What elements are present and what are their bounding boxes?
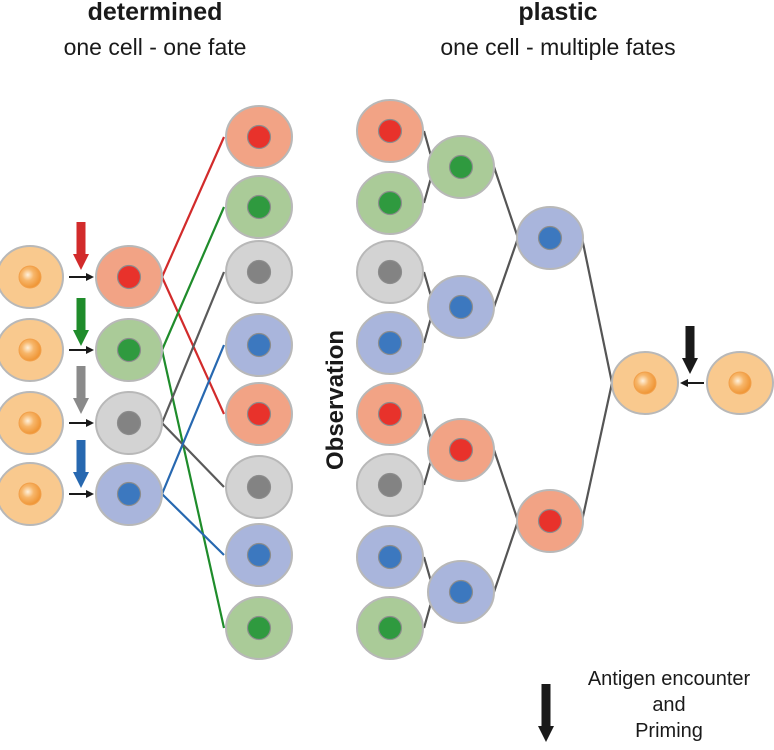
blue-cell-nucleus [448,294,474,320]
priming-arrow-head [86,490,94,498]
green-effector-cell [225,596,293,660]
blue-cell-nucleus [377,330,403,356]
priming-arrow-head [86,273,94,281]
primed-root-cell [611,351,679,415]
grey-fate-line [161,422,225,488]
grey-effector-cell [225,455,293,519]
red-cell-nucleus [116,264,142,290]
grey-descendant-cell [356,453,424,517]
blue-primed-cell [95,462,163,526]
naive-cell [0,318,64,382]
naive-cell-nucleus [728,371,752,395]
green-cell-nucleus [377,615,403,641]
blue-cell-nucleus [116,481,142,507]
priming-arrow-head [86,419,94,427]
green-cell-nucleus [246,615,272,641]
blue-cell-nucleus [537,225,563,251]
green-cell-nucleus [448,154,474,180]
antigen-arrow [682,326,698,374]
blue-progenitor-cell [427,275,495,339]
grey-primed-cell [95,391,163,455]
grey-effector-cell [225,240,293,304]
red-progenitor-cell [516,489,584,553]
blue-effector-cell [225,313,293,377]
legend-line-3: Priming [635,720,703,742]
blue-effector-cell [225,523,293,587]
determined-subtitle: one cell - one fate [63,34,247,60]
naive-cell [0,391,64,455]
red-descendant-cell [356,382,424,446]
naive-cell [706,351,774,415]
blue-descendant-cell [356,525,424,589]
grey-cell-nucleus [377,259,403,285]
red-descendant-cell [356,99,424,163]
green-effector-cell [225,175,293,239]
grey-cell-nucleus [377,472,403,498]
grey-cell-nucleus [246,259,272,285]
green-fate-line [160,206,226,351]
red-fate-line [160,136,226,278]
blue-cell-nucleus [246,332,272,358]
naive-cell [0,462,64,526]
naive-cell-nucleus [18,482,42,506]
naive-cell [0,245,64,309]
green-descendant-cell [356,171,424,235]
cells [0,99,774,660]
priming-arrow-head [680,379,688,387]
green-cell-nucleus [377,190,403,216]
arrows [69,222,704,742]
green-stimulus-arrow [73,298,89,346]
grey-cell-nucleus [116,410,142,436]
blue-stimulus-arrow [73,440,89,488]
red-effector-cell [225,382,293,446]
red-effector-cell [225,105,293,169]
plastic-title: plastic [518,0,598,26]
green-descendant-cell [356,596,424,660]
tree-edge [492,166,520,308]
blue-descendant-cell [356,311,424,375]
green-primed-cell [95,318,163,382]
red-cell-nucleus [377,118,403,144]
naive-cell-nucleus [18,411,42,435]
tree-edge [580,237,614,522]
green-progenitor-cell [427,135,495,199]
blue-cell-nucleus [246,542,272,568]
blue-cell-nucleus [377,544,403,570]
red-cell-nucleus [246,124,272,150]
blue-fate-line [160,344,226,495]
red-primed-cell [95,245,163,309]
tree-edge [492,449,520,593]
priming-arrow-head [86,346,94,354]
plastic-subtitle: one cell - multiple fates [440,34,676,60]
grey-stimulus-arrow [73,366,89,414]
red-cell-nucleus [448,437,474,463]
determined-title: determined [87,0,223,26]
red-stimulus-arrow [73,222,89,270]
grey-cell-nucleus [246,474,272,500]
red-cell-nucleus [377,401,403,427]
blue-fate-line [161,493,225,556]
red-cell-nucleus [537,508,563,534]
legend-arrow [538,684,554,742]
grey-descendant-cell [356,240,424,304]
green-cell-nucleus [116,337,142,363]
blue-cell-nucleus [448,579,474,605]
legend-label: Antigen encounter and Priming [566,666,772,744]
grey-fate-line [160,271,226,424]
legend-line-2: and [652,694,686,716]
red-progenitor-cell [427,418,495,482]
naive-cell-nucleus [18,338,42,362]
naive-cell-nucleus [18,265,42,289]
blue-progenitor-cell [516,206,584,270]
naive-cell-nucleus [633,371,657,395]
green-cell-nucleus [246,194,272,220]
blue-progenitor-cell [427,560,495,624]
red-cell-nucleus [246,401,272,427]
legend-line-1: Antigen encounter [587,668,751,690]
